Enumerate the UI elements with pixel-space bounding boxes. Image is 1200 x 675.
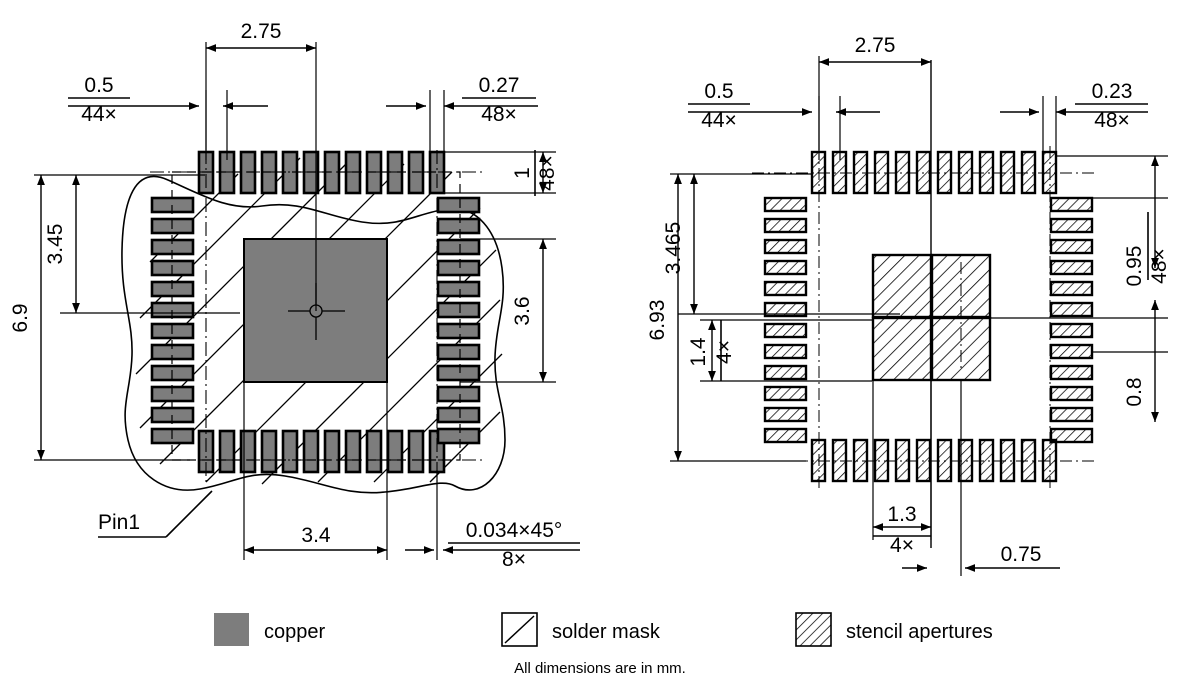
legend-label-copper: copper bbox=[264, 621, 325, 643]
dim-overall-height-right-value: 6.93 bbox=[646, 300, 669, 341]
dim-center-aperture-height-right-qty: 4× bbox=[713, 340, 736, 364]
pin1-leader: Pin1 bbox=[98, 490, 213, 538]
solder-mask-outline bbox=[121, 175, 506, 494]
dim-center-aperture-height-right: 1.4 4× bbox=[687, 319, 872, 382]
dim-aperture-width-right-value: 0.23 bbox=[1092, 80, 1133, 103]
dim-aperture-width-right: 0.23 48× bbox=[1000, 80, 1148, 160]
dim-span-center-left: 2.75 bbox=[205, 20, 317, 150]
dim-chamfer-left-qty: 8× bbox=[502, 548, 526, 571]
dim-half-height-right-value: 3.465 bbox=[662, 222, 685, 275]
dim-row-offset-right-value: 0.8 bbox=[1123, 377, 1146, 406]
dim-overall-height-right: 6.93 bbox=[646, 173, 806, 462]
dim-pitch-right-value: 0.5 bbox=[704, 80, 733, 103]
dim-half-height-left: 3.45 bbox=[44, 174, 240, 314]
stencil-col-right bbox=[1049, 196, 1094, 444]
legend-label-solder-mask: solder mask bbox=[552, 621, 661, 643]
pad-centerlines bbox=[150, 150, 482, 482]
dim-aperture-width-right-qty: 48× bbox=[1094, 109, 1130, 132]
pin1-label: Pin1 bbox=[98, 511, 140, 534]
dim-pad-length-left-value: 1 bbox=[511, 167, 534, 179]
dim-center-offset-right: 0.75 bbox=[902, 381, 1060, 576]
dim-thermal-pad-left-value: 3.4 bbox=[301, 524, 331, 547]
dim-pad-length-left-qty: 48× bbox=[536, 155, 559, 191]
left-view-copper-solder-mask: 0.5 44× 2.75 0.27 48× 1 48× bbox=[9, 20, 580, 571]
dim-thermal-pad-left: 3.4 bbox=[243, 382, 388, 560]
dim-pad-width-left-qty: 48× bbox=[481, 103, 517, 126]
dim-chamfer-left: 0.034×45° 8× bbox=[405, 470, 580, 571]
dim-pad-length-left: 1 48× bbox=[444, 150, 559, 196]
dim-row-offset-right: 0.8 bbox=[990, 300, 1168, 422]
dim-aperture-length-right: 0.95 48× bbox=[1056, 155, 1171, 287]
dim-span-center-left-value: 2.75 bbox=[241, 20, 282, 43]
dim-span-center-right-value: 2.75 bbox=[855, 34, 896, 57]
legend-swatch-stencil-apertures bbox=[795, 612, 832, 647]
dim-span-center-right: 2.75 bbox=[818, 34, 931, 150]
units-note: All dimensions are in mm. bbox=[514, 660, 686, 675]
stencil-col-left bbox=[763, 196, 808, 444]
dim-center-aperture-height-right-value: 1.4 bbox=[687, 337, 710, 367]
copper-pad-col-right bbox=[436, 196, 481, 445]
legend: copper solder mask stencil apertures bbox=[214, 612, 993, 647]
dim-overall-height-left-value: 6.9 bbox=[9, 303, 32, 332]
legend-swatch-copper bbox=[214, 613, 249, 646]
dim-overall-height-left: 6.9 bbox=[9, 174, 190, 461]
legend-label-stencil-apertures: stencil apertures bbox=[846, 621, 993, 643]
right-view-stencil-apertures: 0.5 44× 2.75 0.23 48× 0.95 48× bbox=[646, 34, 1171, 576]
dim-aperture-length-right-value: 0.95 bbox=[1123, 246, 1146, 287]
dim-half-height-left-value: 3.45 bbox=[44, 224, 67, 265]
dim-aperture-length-right-qty: 48× bbox=[1148, 248, 1171, 284]
legend-item-solder-mask: solder mask bbox=[501, 612, 661, 647]
dim-center-offset-right-value: 0.75 bbox=[1001, 543, 1042, 566]
dim-pitch-left-qty: 44× bbox=[81, 103, 117, 126]
dim-center-aperture-width-right-value: 1.3 bbox=[887, 503, 916, 526]
dim-row-span-left-value: 3.6 bbox=[511, 296, 534, 325]
dim-pitch-right-qty: 44× bbox=[701, 109, 737, 132]
dim-pitch-left-value: 0.5 bbox=[84, 74, 113, 97]
dim-chamfer-left-value: 0.034×45° bbox=[466, 519, 563, 542]
dim-pad-width-left-value: 0.27 bbox=[479, 74, 520, 97]
dim-center-aperture-width-right: 1.3 4× bbox=[872, 381, 932, 557]
dim-pad-width-left: 0.27 48× bbox=[386, 74, 538, 160]
dim-center-aperture-width-right-qty: 4× bbox=[890, 534, 914, 557]
legend-item-stencil-apertures: stencil apertures bbox=[795, 612, 993, 647]
legend-item-copper: copper bbox=[214, 613, 325, 646]
dim-row-span-left: 3.6 bbox=[460, 238, 556, 383]
